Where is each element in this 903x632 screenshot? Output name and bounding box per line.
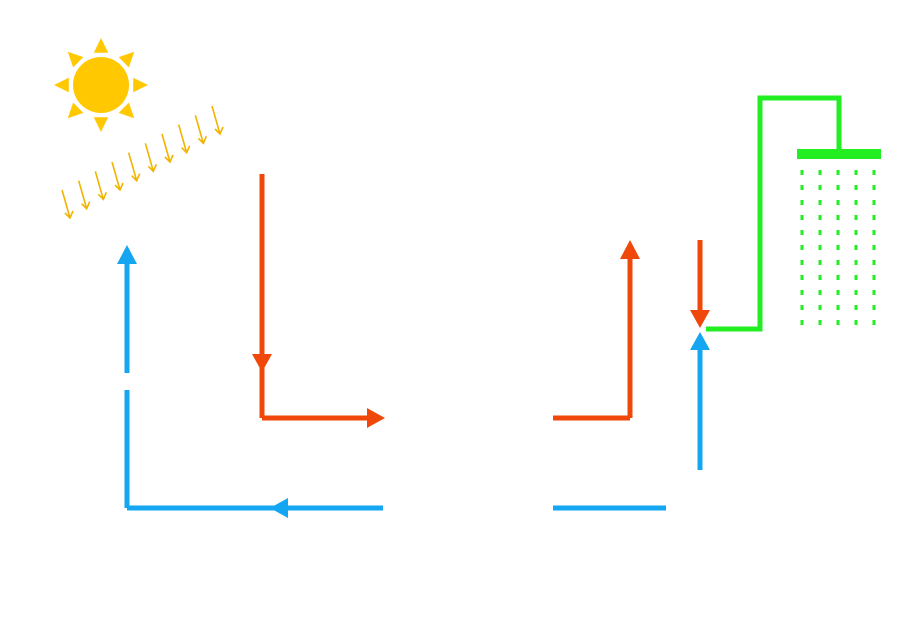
hot-water-outlet-pipe [553,240,710,421]
cold-water-pipe [117,245,383,518]
sunlight-arrow [211,105,224,136]
sunlight-arrow [161,133,174,164]
sunlight-arrow [94,171,108,201]
hot-arrowhead-down [252,354,272,372]
sun-ray-triangle [93,117,109,132]
sunlight-arrow [127,152,141,183]
sun-ray-triangle [67,51,84,68]
sun-ray-triangle [118,102,135,119]
cold-arrowhead-left [270,498,288,518]
shower-spray [800,170,876,330]
cold-arrowhead-up [117,245,137,264]
sunlight-arrow [177,124,191,155]
sun-ray-triangle [67,102,84,119]
sun-ray-triangle [118,51,135,68]
hot-arrowhead-up [620,240,640,259]
sun-icon [54,38,148,132]
sun-ray-triangle [133,77,148,93]
hot-water-pipe [252,174,385,428]
sun-disc [73,57,129,113]
sunlight-arrow [111,161,124,192]
sunlight-arrow [144,143,158,173]
sunlight-rays [61,105,224,220]
hot-arrowhead-down-mixer [690,310,710,328]
cold-water-inlet-pipe [553,332,710,511]
hot-arrowhead-right [367,408,385,428]
sunlight-arrow [61,189,74,220]
cold-arrowhead-up-mixer [690,332,710,350]
shower-head-icon [706,95,881,332]
sunlight-arrow [194,115,208,145]
sun-ray-triangle [93,38,109,53]
sunlight-arrow [77,180,91,211]
sun-ray-triangle [54,77,69,93]
